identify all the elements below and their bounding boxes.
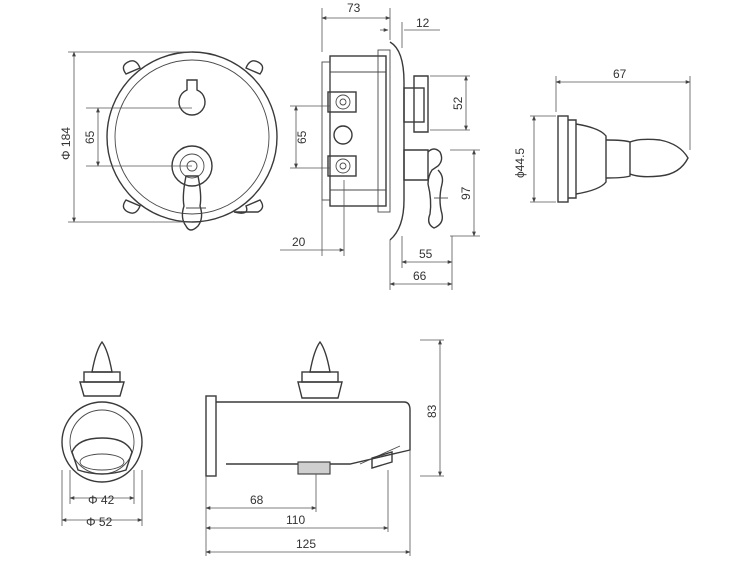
- dim-83: 83: [425, 404, 439, 418]
- side-view: [280, 8, 480, 290]
- spout-front-view: [61, 340, 143, 526]
- dim-phi-52: Φ 52: [86, 515, 113, 529]
- dim-66: 66: [413, 269, 427, 283]
- dim-diameter-184: Φ 184: [59, 127, 73, 160]
- dim-67: 67: [613, 67, 627, 81]
- dim-52: 52: [451, 96, 465, 110]
- dim-44-5: ϕ44.5: [513, 148, 527, 178]
- dim-97: 97: [459, 186, 473, 200]
- dim-65-side: 65: [295, 130, 309, 144]
- dim-phi-42: Φ 42: [88, 493, 115, 507]
- dim-68: 68: [250, 493, 264, 507]
- dim-20: 20: [292, 235, 306, 249]
- dim-12: 12: [416, 16, 430, 30]
- front-view: [68, 51, 278, 231]
- dim-55: 55: [419, 247, 433, 261]
- handle-detail: [530, 76, 691, 203]
- dim-spacing-front: 65: [83, 130, 97, 144]
- dim-73: 73: [347, 1, 361, 15]
- spout-side-view: [205, 339, 444, 556]
- dim-125: 125: [296, 537, 316, 551]
- dim-110: 110: [286, 513, 305, 527]
